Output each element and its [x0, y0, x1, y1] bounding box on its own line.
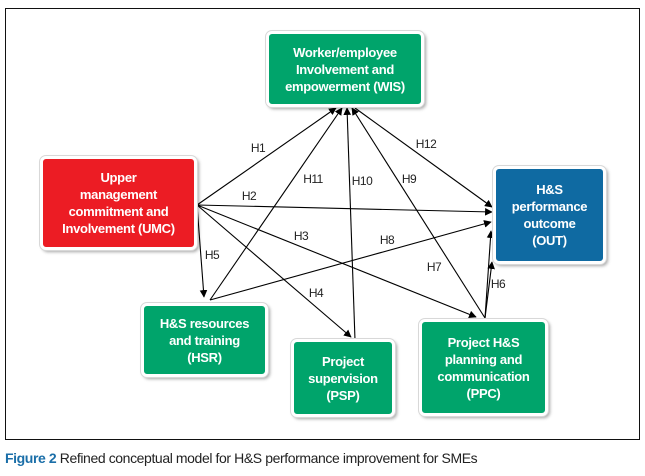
label-h12: H12: [415, 137, 437, 151]
label-h4: H4: [308, 286, 324, 300]
arrow-h1: [196, 107, 337, 206]
label-h3: H3: [293, 229, 309, 243]
node-hsr: H&S resources and training (HSR): [141, 303, 268, 377]
label-h11: H11: [303, 172, 323, 186]
arrow-h3: [196, 204, 477, 318]
arrow-h7: [484, 230, 495, 319]
arrow-h10: [343, 107, 356, 341]
label-h6: H6: [490, 277, 506, 291]
label-h9: H9: [401, 172, 417, 186]
arrow-h5: [196, 204, 208, 298]
caption-figure-number: Figure 2: [5, 450, 57, 466]
label-h7: H7: [426, 260, 442, 274]
figure-caption: Figure 2 Refined conceptual model for H&…: [5, 450, 478, 466]
arrow-h9: [351, 107, 486, 319]
label-h5: H5: [204, 248, 220, 262]
label-h1: H1: [250, 141, 266, 155]
arrow-h4: [196, 204, 352, 338]
caption-text: Refined conceptual model for H&S perform…: [56, 450, 478, 466]
arrow-h11: [209, 107, 343, 301]
arrow-h2: [196, 204, 493, 216]
label-h10: H10: [351, 174, 373, 188]
label-h8: H8: [379, 233, 395, 247]
arrow-h8: [209, 220, 492, 301]
node-umc: Upper management commitment and Involvem…: [40, 156, 197, 250]
arrow-h12: [354, 107, 493, 208]
node-psp: Project supervision (PSP): [291, 339, 395, 417]
node-wis: Worker/employee Involvement and empowerm…: [266, 31, 424, 107]
diagram-frame: [5, 8, 640, 440]
label-h2: H2: [241, 189, 257, 203]
node-ppc: Project H&S planning and communication (…: [419, 319, 548, 416]
node-out: H&S performance outcome (OUT): [493, 166, 606, 264]
